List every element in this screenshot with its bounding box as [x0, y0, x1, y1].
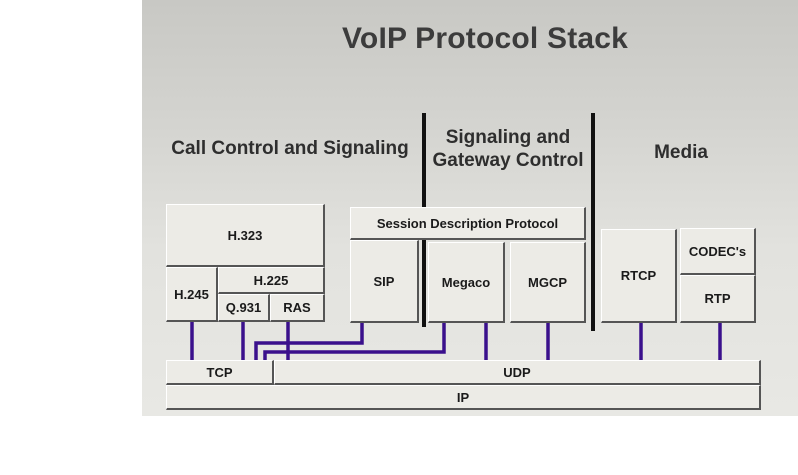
ip-box: IP [166, 385, 761, 410]
heading-call-control: Call Control and Signaling [171, 138, 409, 159]
ras-box: RAS [270, 294, 325, 322]
h225-box: H.225 [218, 267, 325, 294]
h323-box: H.323 [166, 204, 325, 267]
heading-gateway-control-line2: Gateway Control [432, 150, 584, 171]
megaco-box: Megaco [428, 242, 505, 323]
sip-box: SIP [350, 240, 419, 323]
column-divider-right [591, 113, 595, 331]
udp-box: UDP [274, 360, 761, 385]
heading-gateway-control-line1: Signaling and [445, 127, 571, 148]
connector-sip-tcp [254, 321, 364, 362]
connector-megaco-tcp [263, 321, 446, 362]
rtp-box: RTP [680, 275, 756, 323]
diagram-title: VoIP Protocol Stack [341, 22, 629, 55]
tcp-box: TCP [166, 360, 274, 385]
rtcp-box: RTCP [601, 229, 677, 323]
mgcp-box: MGCP [510, 242, 586, 323]
heading-gateway-control: Signaling and Gateway Control [428, 126, 588, 172]
sdp-box: Session Description Protocol [350, 207, 586, 240]
heading-media: Media [654, 142, 708, 163]
q931-box: Q.931 [218, 294, 270, 322]
h245-box: H.245 [166, 267, 218, 322]
codecs-box: CODEC's [680, 228, 756, 275]
